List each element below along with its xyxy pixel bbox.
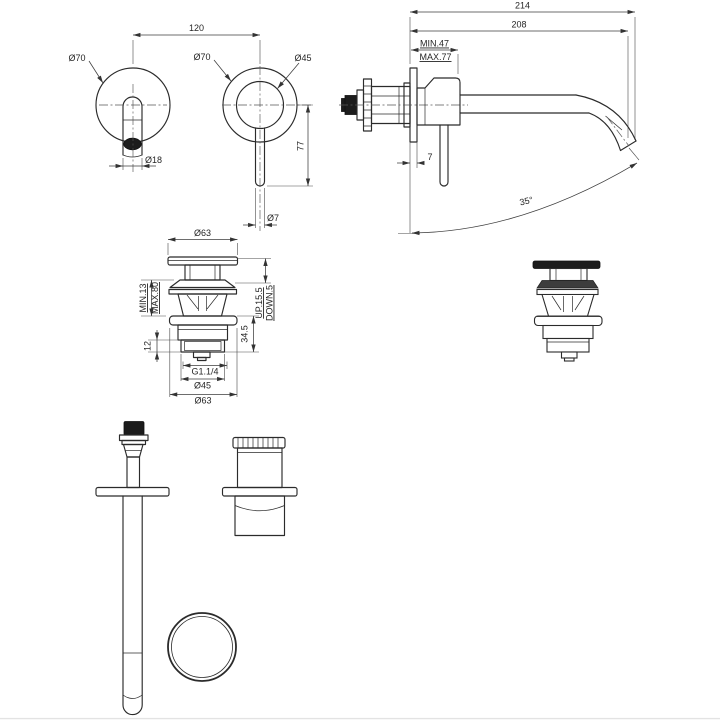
dim-waste-flange-dia: Ø63 bbox=[194, 396, 211, 406]
dim-spout-outlet: Ø18 bbox=[145, 155, 162, 165]
waste-pictorial-view bbox=[532, 260, 603, 362]
dim-lever-dia: Ø7 bbox=[267, 213, 279, 223]
dim-handle-cap: Ø45 bbox=[294, 53, 311, 63]
dim-waste-body-dia: Ø45 bbox=[194, 381, 211, 391]
dim-spout-projection: 208 bbox=[511, 20, 526, 30]
dim-spout-angle: 35° bbox=[519, 195, 535, 208]
dim-waste-travel-up: UP.15.5 bbox=[254, 287, 264, 318]
dim-waste-adjust-max: MAX.80 bbox=[150, 282, 160, 314]
dim-plate-thickness: 7 bbox=[428, 152, 433, 162]
dim-rough-in-max: MAX.77 bbox=[419, 52, 451, 62]
dim-handle-escutcheon: Ø70 bbox=[193, 52, 210, 62]
dim-waste-thread: G1.1/4 bbox=[191, 367, 218, 377]
dim-waste-cap-dia: Ø63 bbox=[194, 228, 211, 238]
dim-waste-travel-down: DOWN.5 bbox=[265, 285, 275, 321]
dim-waste-body-height: 34.5 bbox=[240, 325, 250, 343]
front-view-spout-unit: 120 Ø70 Ø18 bbox=[68, 23, 261, 172]
part-wall-spout bbox=[95, 421, 170, 716]
dim-overall-projection: 214 bbox=[515, 1, 530, 11]
dim-spout-escutcheon: Ø70 bbox=[68, 53, 85, 63]
side-view-faucet: 214 208 MIN.47 MAX.77 bbox=[339, 1, 640, 236]
dim-handle-drop: 77 bbox=[296, 141, 306, 151]
waste-dimensioned-view: Ø63 MIN.13 MAX.80 12 34.5 UP.15.5 DOWN.5… bbox=[138, 228, 275, 406]
spout-side bbox=[459, 94, 640, 161]
part-round-cap bbox=[167, 612, 237, 682]
dim-center-spacing: 120 bbox=[189, 23, 204, 33]
dim-waste-lower-height: 12 bbox=[143, 341, 153, 351]
dim-waste-adjust-min: MIN.13 bbox=[138, 283, 148, 312]
front-view-handle-unit: Ø70 Ø45 77 Ø7 bbox=[193, 52, 313, 231]
mixer-body bbox=[416, 77, 461, 187]
dim-rough-in-min: MIN.47 bbox=[420, 39, 449, 49]
part-valve-body bbox=[221, 436, 298, 537]
